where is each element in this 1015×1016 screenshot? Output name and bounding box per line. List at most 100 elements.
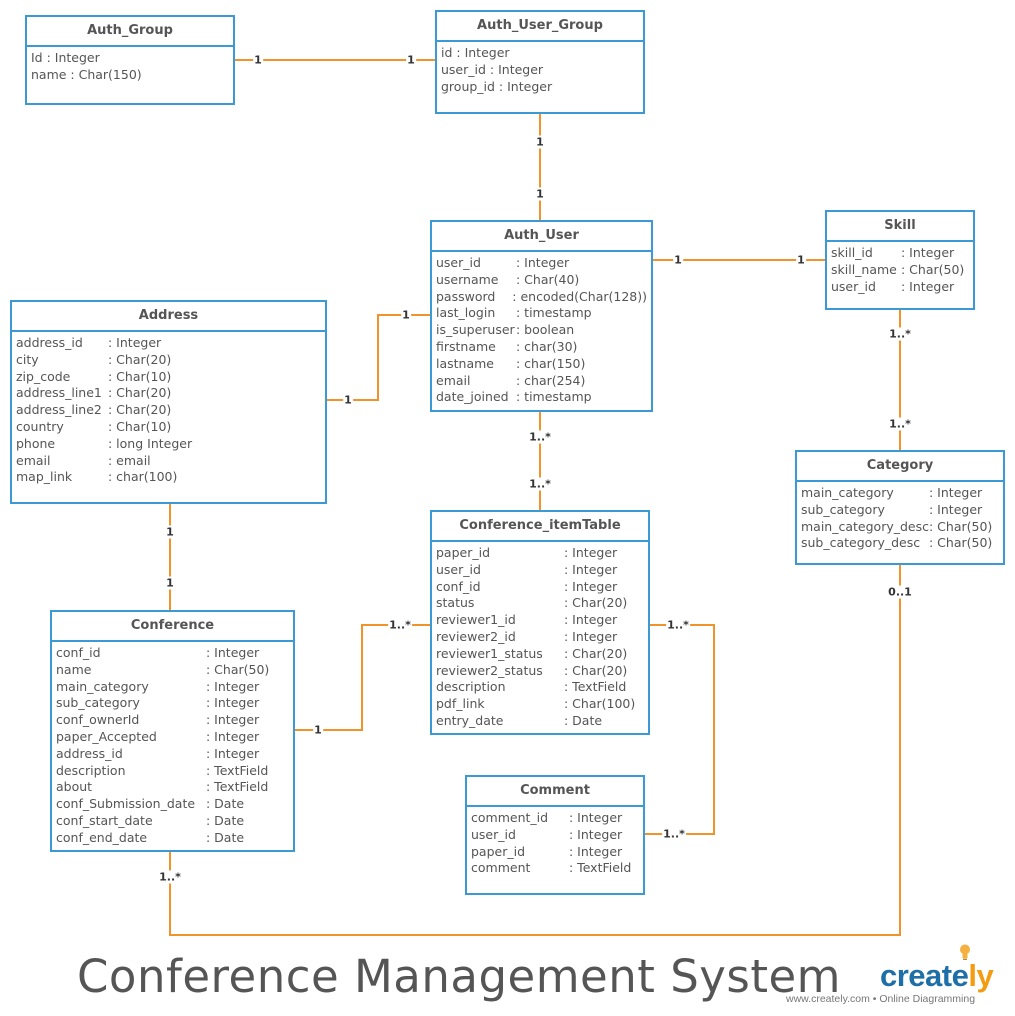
field-name: user_id [471,826,516,842]
field-name: entry_date [436,712,504,728]
field-name: zip_code [16,368,71,384]
field-row: address_line1: Char(20) [16,385,321,402]
field-type: : TextField [206,762,269,778]
field-name: pdf_link [436,696,485,712]
entity-title: Auth_User [432,222,651,252]
field-row: main_category_desc: Char(50) [801,519,999,536]
field-type: : Char(20) [108,402,172,418]
entity-conference-item-table[interactable]: Conference_itemTable paper_id: Integer u… [430,510,650,735]
field-row: main_category: Integer [56,679,289,696]
field-row: user_id : Integer [441,62,639,79]
multiplicity-label: 1..* [666,618,690,632]
field-row: email : char(254) [436,373,647,390]
field-name: firstname [436,338,496,354]
field-row: id : Integer [441,45,639,62]
field-type: : Char(10) [108,368,172,384]
field-type: : Integer [206,728,260,744]
entity-conference[interactable]: Conference conf_id: Integer name: Char(5… [50,610,295,852]
field-row: country: Char(10) [16,419,321,436]
field-type: : Char(40) [516,271,580,287]
entity-auth-group[interactable]: Auth_Group Id : Integer name : Char(150) [25,15,235,105]
field-type: : Char(50) [929,535,993,551]
field-row: phone: long Integer [16,436,321,453]
field-row: name : Char(150) [31,67,229,84]
field-name: conf_id [436,578,481,594]
entity-comment[interactable]: Comment comment_id: Integer user_id: Int… [465,775,645,895]
field-type: : Integer [569,810,623,825]
field-name: reviewer1_status [436,645,543,661]
field-name: conf_ownerId [56,712,140,728]
field-name: city [16,351,39,367]
field-row: status: Char(20) [436,595,644,612]
field-row: conf_start_date : Date [56,813,289,830]
entity-skill[interactable]: Skill skill_id: Integer skill_name: Char… [825,210,975,310]
field-row: description: TextField [436,679,644,696]
entity-auth-user-group[interactable]: Auth_User_Group id : Integer user_id : I… [435,10,645,114]
multiplicity-label: 1..* [528,430,552,444]
field-row: reviewer2_status: Char(20) [436,663,644,680]
field-row: email: email [16,453,321,470]
field-type: : Char(50) [901,261,965,277]
field-type: : Integer [516,255,570,270]
field-name: paper_id [471,843,526,859]
field-row: address_id: Integer [16,335,321,352]
connector-conference-category [169,564,901,936]
field-type: : Integer [108,335,162,350]
field-name: reviewer1_id [436,612,516,628]
multiplicity-label: 1 [406,53,416,67]
field-type: : Char(20) [564,662,628,678]
field-type: : char(150) [516,355,586,371]
field-name: user_id [831,278,876,294]
field-name: skill_name [831,261,897,277]
field-row: paper_id: Integer [436,545,644,562]
multiplicity-label: 1 [796,253,806,267]
field-row: address_id: Integer [56,746,289,763]
creately-tagline[interactable]: www.creately.com • Online Diagramming [786,993,976,1005]
multiplicity-label: 1..* [888,417,912,431]
field-name: address_line2 [16,402,102,418]
field-row: is_superuser: boolean [436,322,647,339]
field-type: : Char(100) [564,696,636,712]
field-type: : Char(20) [564,645,628,661]
field-type: : char(254) [516,372,586,388]
field-text: id : Integer [441,45,510,60]
multiplicity-label: 1 [535,187,545,201]
field-name: conf_end_date [56,829,148,845]
entity-title: Skill [827,212,973,242]
field-type: : Char(20) [108,385,172,401]
entity-category[interactable]: Category main_category: Integer sub_cate… [795,450,1005,565]
field-name: email [436,372,471,388]
field-type: : Date [206,812,245,828]
field-type: : TextField [569,860,632,876]
field-row: main_category: Integer [801,485,999,502]
multiplicity-label: 0..1 [887,585,913,599]
field-name: conf_start_date [56,812,153,828]
field-type: : Integer [929,485,983,500]
field-name: comment_id [471,810,549,825]
field-type: : char(30) [516,338,578,354]
field-type: : Integer [569,843,623,859]
field-row: conf_end_date: Date [56,830,289,847]
field-row: last_login: timestamp [436,305,647,322]
field-type: : Char(20) [564,595,628,611]
page-title: Conference Management System [77,950,841,1003]
field-row: firstname : char(30) [436,339,647,356]
field-name: main_category_desc [801,518,929,534]
creately-logo[interactable]: creately [880,958,994,994]
field-name: conf_Submission_date [56,796,196,812]
entity-title: Conference_itemTable [432,512,648,542]
field-type: : Integer [564,612,618,628]
multiplicity-label: 1 [673,253,683,267]
field-type: : Integer [206,745,260,761]
field-type: : timestamp [516,389,592,405]
connector-item-comment [644,624,715,835]
field-row: zip_code : Char(10) [16,369,321,386]
field-type: : Date [564,712,603,728]
field-type: : Char(50) [206,661,270,677]
field-row: description: TextField [56,763,289,780]
entity-address[interactable]: Address address_id: Integer city: Char(2… [10,300,327,504]
field-type: : Integer [564,545,618,560]
entity-auth-user[interactable]: Auth_User user_id: Integer username: Cha… [430,220,653,412]
field-row: sub_category: Integer [801,502,999,519]
